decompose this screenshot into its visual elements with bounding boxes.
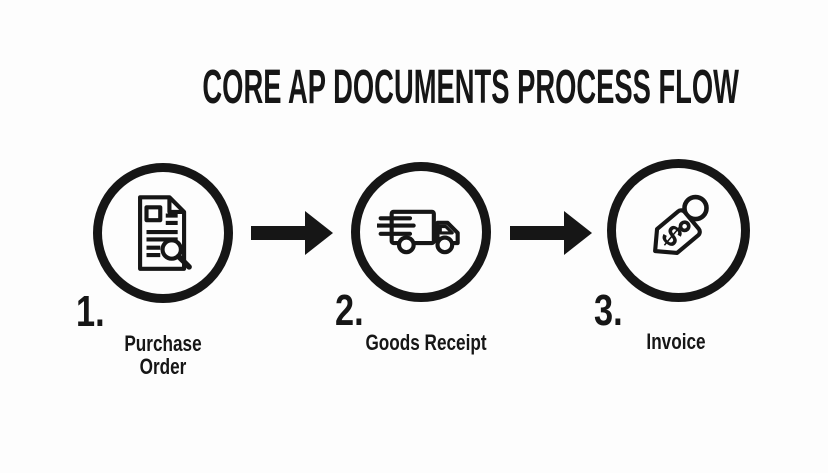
step-2-circle — [351, 162, 491, 302]
page-title: CORE AP DOCUMENTS PROCESS FLOW — [0, 64, 828, 112]
step-2-number: 2. — [335, 286, 364, 335]
step-3-circle: $ — [607, 159, 750, 302]
document-search-icon — [138, 195, 192, 271]
page-title-text: CORE AP DOCUMENTS PROCESS FLOW — [202, 61, 739, 114]
right-arrow-icon — [510, 211, 592, 255]
price-tag-icon: $ — [652, 194, 709, 255]
step-1-number: 1. — [76, 287, 105, 336]
step-2-label: Goods Receipt — [365, 330, 487, 355]
step-3-label: Invoice — [646, 329, 706, 354]
step-1-label: Purchase Order — [124, 331, 202, 379]
step-1-circle — [93, 163, 233, 303]
delivery-truck-icon — [377, 209, 460, 255]
step-3-number: 3. — [594, 286, 623, 335]
right-arrow-icon — [251, 211, 333, 255]
